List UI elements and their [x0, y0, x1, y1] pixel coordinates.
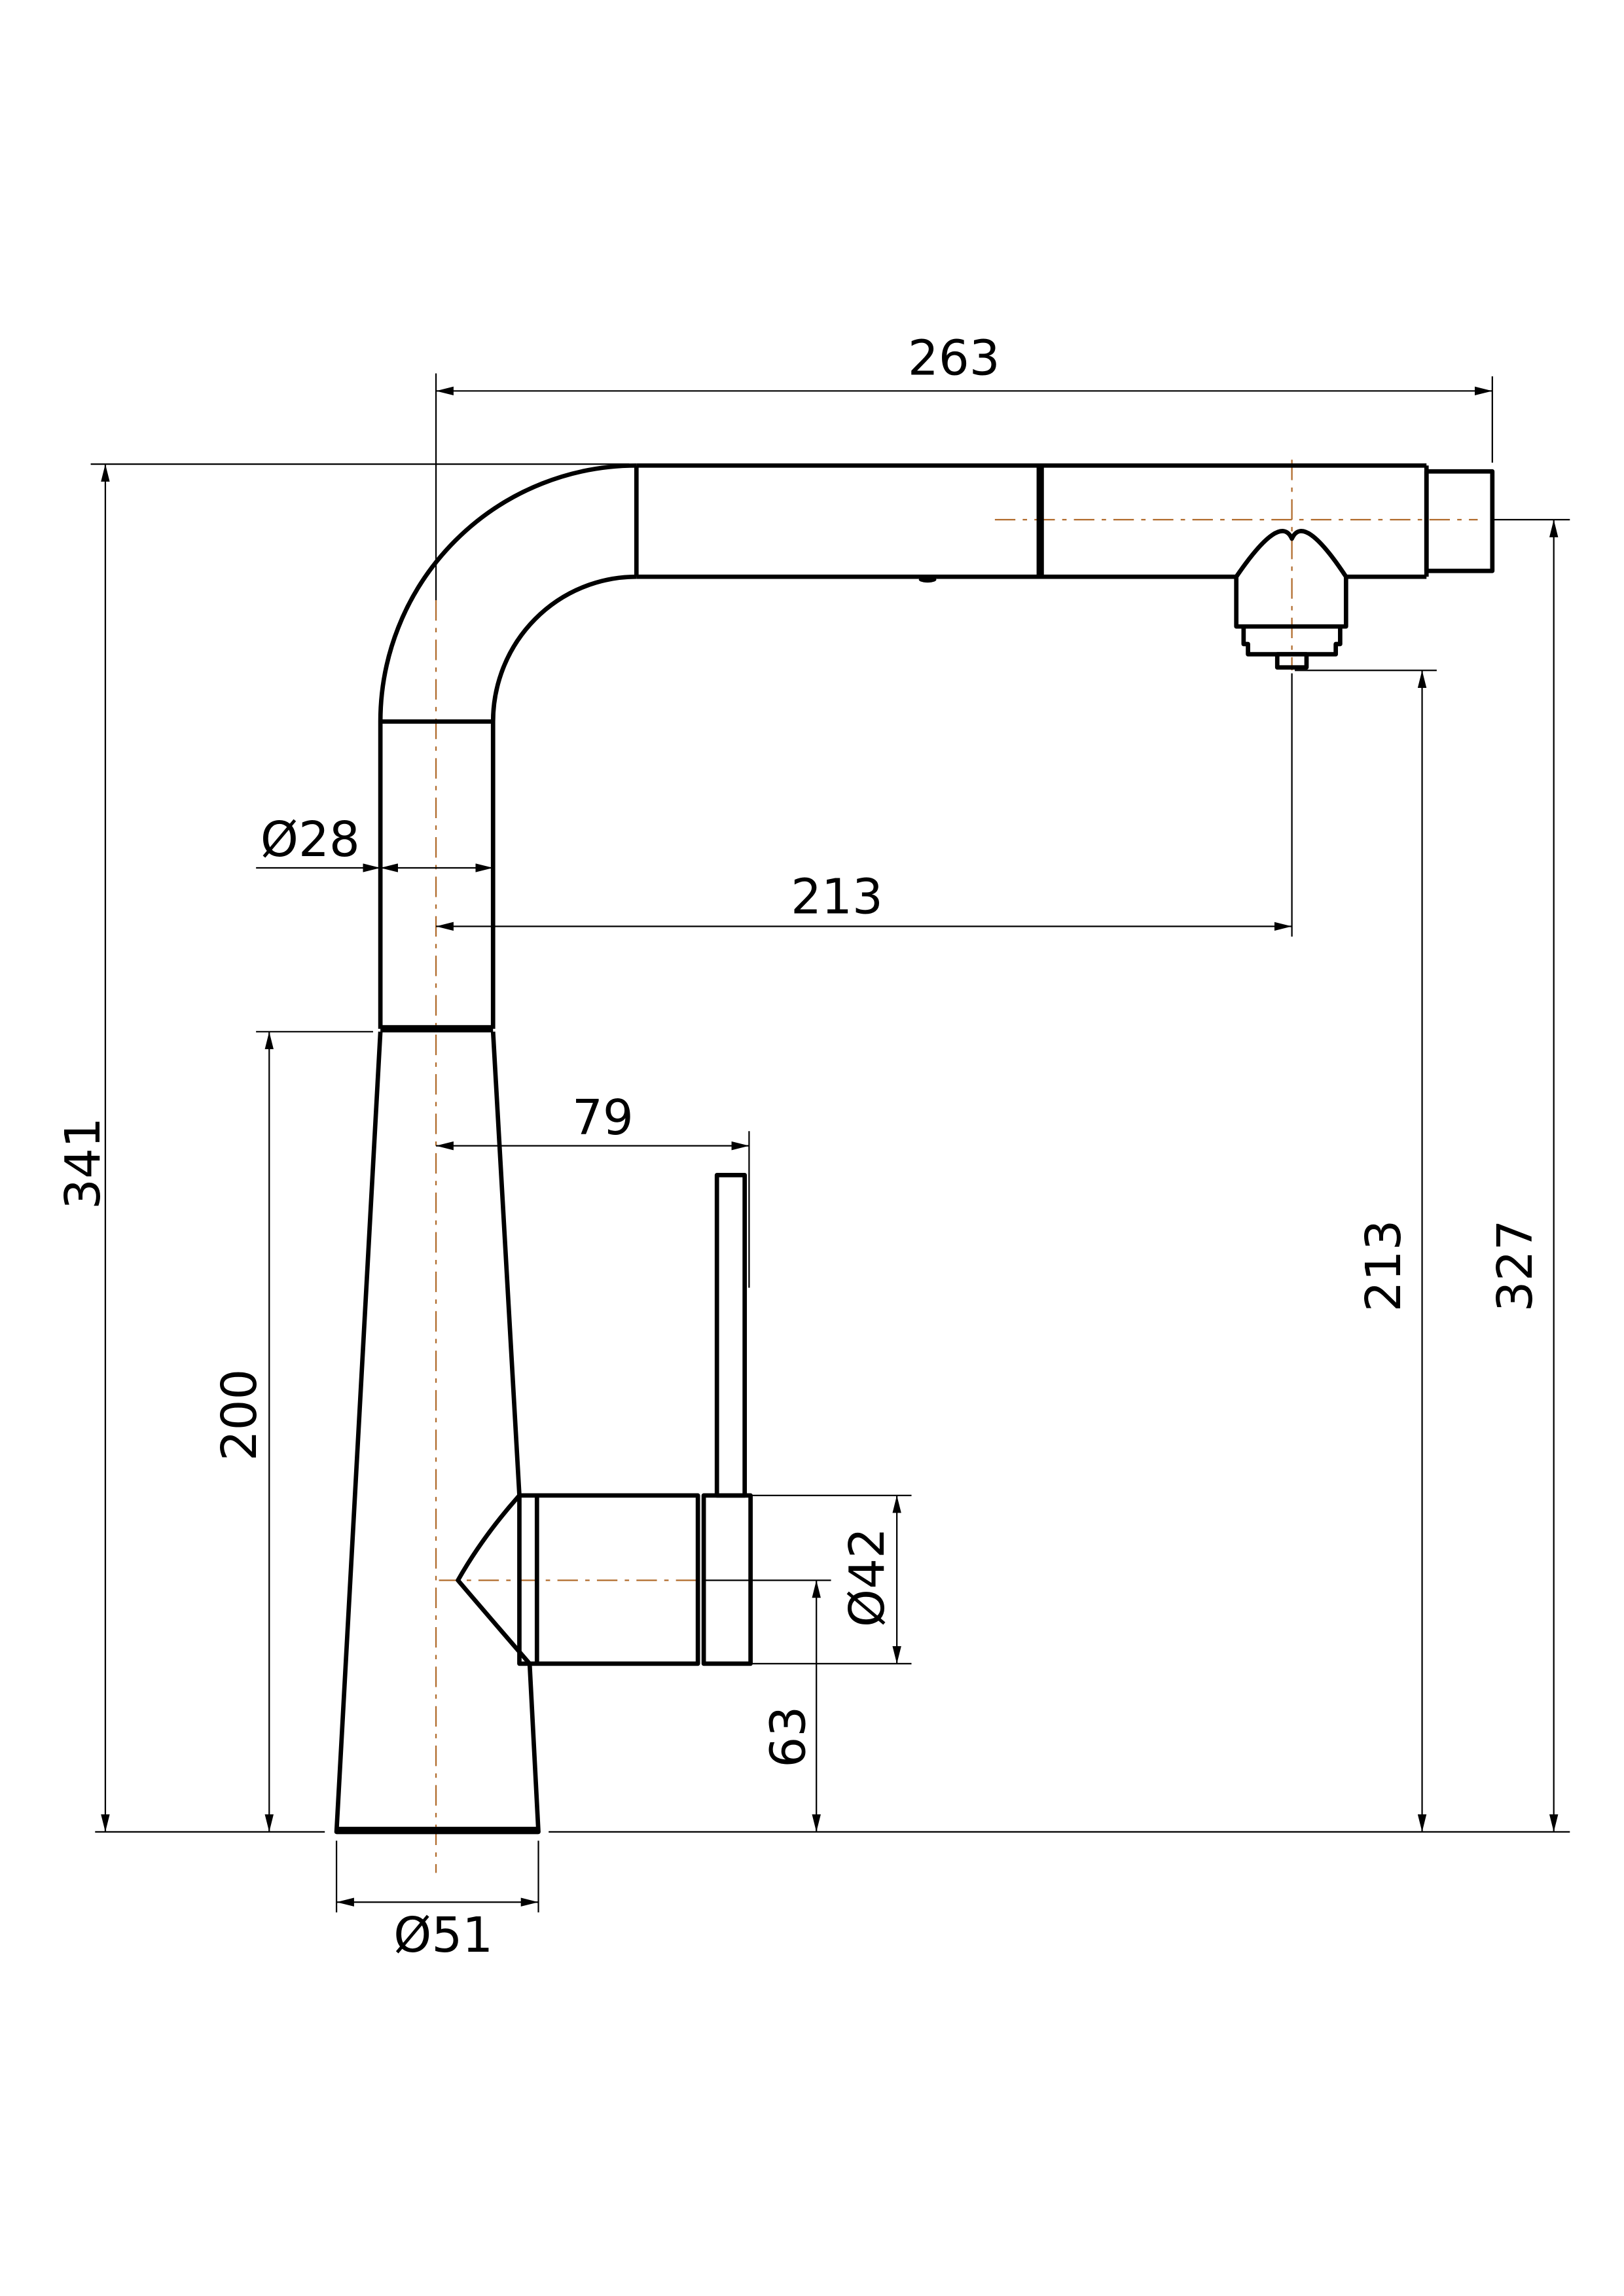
- spout-inner-arc: [490, 574, 637, 1029]
- dim-overall-reach: 263: [908, 331, 1000, 387]
- faucet-body: [334, 463, 1495, 1835]
- lever: [714, 1172, 748, 1498]
- dim-spout-top-height: 327: [1488, 1220, 1543, 1312]
- dimension-lines: [90, 373, 1570, 1912]
- dim-handle-diameter: Ø42: [840, 1528, 895, 1627]
- dim-base-diameter: Ø51: [393, 1908, 493, 1964]
- dim-handle-height: 63: [761, 1706, 816, 1768]
- spout-outer-arc: [378, 463, 637, 1029]
- spray-end-cap: [1424, 469, 1495, 573]
- dim-body-height: 200: [212, 1369, 268, 1462]
- centerlines: [435, 459, 1478, 1873]
- dim-overall-height: 341: [56, 1117, 111, 1210]
- dim-spout-diameter: Ø28: [261, 812, 360, 868]
- spray-nozzle: [1234, 529, 1348, 629]
- dim-outlet-height: 213: [1356, 1220, 1412, 1312]
- dim-spout-reach: 213: [791, 869, 883, 925]
- body-cone: [334, 1031, 541, 1835]
- dim-lever-offset: 79: [572, 1090, 634, 1146]
- handle-cylinder: [517, 1493, 700, 1666]
